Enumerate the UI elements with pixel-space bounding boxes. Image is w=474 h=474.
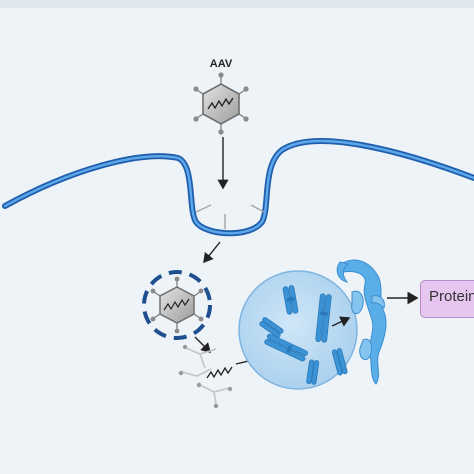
chromosomes bbox=[259, 285, 348, 385]
protein-box bbox=[420, 280, 474, 318]
endoplasmic-reticulum bbox=[336, 259, 387, 385]
aav-capsid-top bbox=[193, 72, 249, 135]
transcription-arrow bbox=[331, 316, 351, 327]
protein-label: Protein bbox=[429, 288, 474, 305]
aav-label: AAV bbox=[209, 58, 233, 70]
uncoating-arrow bbox=[194, 336, 211, 353]
uncoated-capsid-fragments bbox=[178, 344, 233, 409]
cell-membrane bbox=[2, 138, 474, 237]
endosomal-capsid bbox=[142, 270, 212, 340]
endosome-arrow bbox=[203, 241, 221, 264]
receptor-stubs bbox=[195, 204, 265, 229]
top-frame-band bbox=[0, 0, 474, 8]
